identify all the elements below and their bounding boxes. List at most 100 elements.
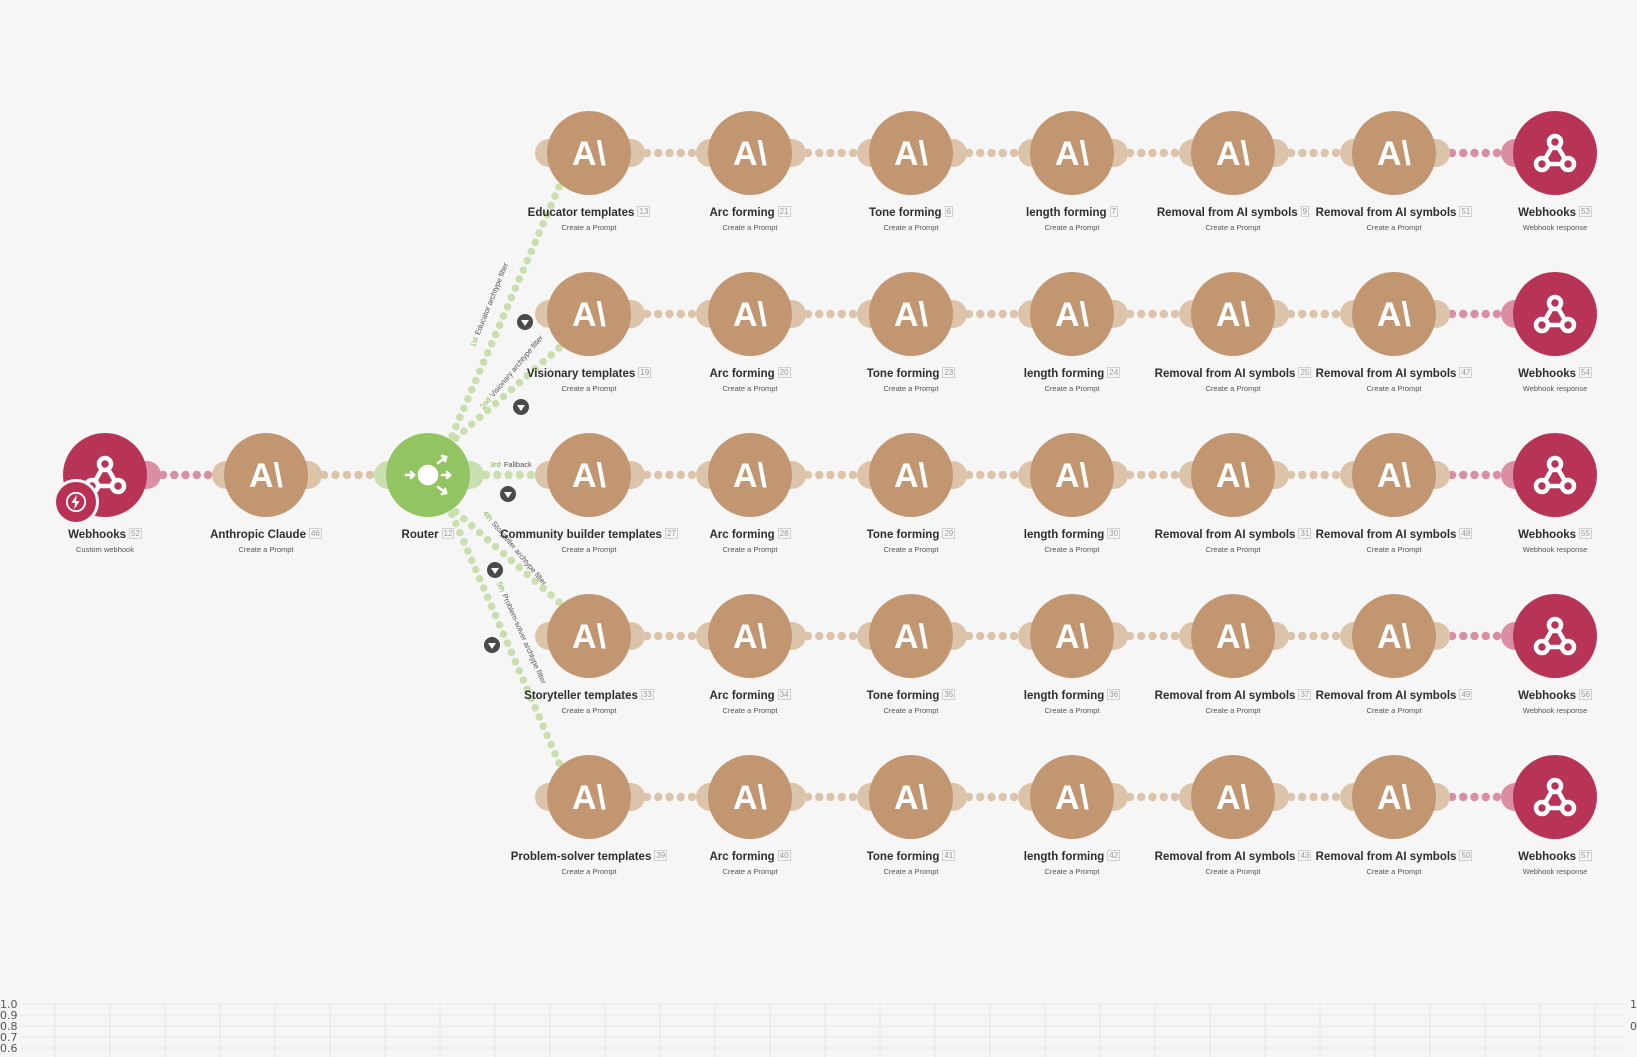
- output-connector[interactable]: [1110, 139, 1128, 167]
- claude-module-circle[interactable]: A\: [869, 272, 953, 356]
- link-row5-4[interactable]: [1125, 792, 1180, 802]
- output-connector[interactable]: [1271, 139, 1289, 167]
- link-row4-3[interactable]: [964, 631, 1019, 641]
- output-connector[interactable]: [949, 783, 967, 811]
- webhook-module-circle[interactable]: [1513, 755, 1597, 839]
- instant-trigger-icon[interactable]: [53, 479, 99, 525]
- link-trigger-to-claude[interactable]: [158, 470, 213, 480]
- output-connector[interactable]: [1271, 783, 1289, 811]
- link-row5-2[interactable]: [803, 792, 858, 802]
- link-row1-6[interactable]: [1447, 148, 1502, 158]
- webhook-module-circle[interactable]: [1513, 272, 1597, 356]
- output-connector[interactable]: [1271, 461, 1289, 489]
- link-row2-6[interactable]: [1447, 309, 1502, 319]
- link-row5-3[interactable]: [964, 792, 1019, 802]
- output-connector[interactable]: [788, 622, 806, 650]
- link-row2-4[interactable]: [1125, 309, 1180, 319]
- claude-module-circle[interactable]: A\: [1191, 433, 1275, 517]
- output-connector[interactable]: [304, 461, 322, 489]
- claude-module-circle[interactable]: A\: [1352, 433, 1436, 517]
- output-connector[interactable]: [627, 783, 645, 811]
- filter-icon[interactable]: [517, 314, 533, 330]
- link-row3-2[interactable]: [803, 470, 858, 480]
- output-connector[interactable]: [1110, 783, 1128, 811]
- output-connector[interactable]: [949, 461, 967, 489]
- link-row3-1[interactable]: [642, 470, 697, 480]
- claude-module-circle[interactable]: A\: [224, 433, 308, 517]
- claude-module-circle[interactable]: A\: [1191, 594, 1275, 678]
- output-connector[interactable]: [788, 300, 806, 328]
- webhook-module-circle[interactable]: [1513, 594, 1597, 678]
- route-line-5[interactable]: [444, 501, 563, 767]
- output-connector[interactable]: [949, 622, 967, 650]
- claude-module-circle[interactable]: A\: [1191, 272, 1275, 356]
- link-row2-5[interactable]: [1286, 309, 1341, 319]
- link-row1-3[interactable]: [964, 148, 1019, 158]
- link-row2-3[interactable]: [964, 309, 1019, 319]
- output-connector[interactable]: [788, 783, 806, 811]
- output-connector[interactable]: [1432, 300, 1450, 328]
- output-connector[interactable]: [949, 139, 967, 167]
- claude-module-circle[interactable]: A\: [1191, 111, 1275, 195]
- output-connector[interactable]: [1432, 622, 1450, 650]
- output-connector[interactable]: [1110, 461, 1128, 489]
- router-module-circle[interactable]: [386, 433, 470, 517]
- link-row4-5[interactable]: [1286, 631, 1341, 641]
- claude-module-circle[interactable]: A\: [547, 272, 631, 356]
- claude-module-circle[interactable]: A\: [869, 755, 953, 839]
- claude-module-circle[interactable]: A\: [547, 594, 631, 678]
- claude-module-circle[interactable]: A\: [547, 755, 631, 839]
- claude-module-circle[interactable]: A\: [1030, 594, 1114, 678]
- webhook-module-circle[interactable]: [1513, 111, 1597, 195]
- link-row5-1[interactable]: [642, 792, 697, 802]
- filter-icon[interactable]: [487, 562, 503, 578]
- claude-module-circle[interactable]: A\: [708, 111, 792, 195]
- claude-module-circle[interactable]: A\: [708, 755, 792, 839]
- filter-icon[interactable]: [500, 486, 516, 502]
- link-row4-4[interactable]: [1125, 631, 1180, 641]
- link-row2-2[interactable]: [803, 309, 858, 319]
- claude-module-circle[interactable]: A\: [1352, 111, 1436, 195]
- output-connector[interactable]: [1110, 300, 1128, 328]
- output-connector[interactable]: [143, 461, 161, 489]
- link-row3-6[interactable]: [1447, 470, 1502, 480]
- output-connector[interactable]: [949, 300, 967, 328]
- output-connector[interactable]: [788, 461, 806, 489]
- claude-module-circle[interactable]: A\: [708, 272, 792, 356]
- link-row1-4[interactable]: [1125, 148, 1180, 158]
- claude-module-circle[interactable]: A\: [869, 594, 953, 678]
- filter-icon[interactable]: [513, 399, 529, 415]
- link-claude-to-router[interactable]: [319, 470, 375, 480]
- claude-module-circle[interactable]: A\: [708, 594, 792, 678]
- link-row1-1[interactable]: [642, 148, 697, 158]
- claude-module-circle[interactable]: A\: [1352, 755, 1436, 839]
- claude-module-circle[interactable]: A\: [1030, 272, 1114, 356]
- claude-module-circle[interactable]: A\: [1030, 111, 1114, 195]
- link-row1-5[interactable]: [1286, 148, 1341, 158]
